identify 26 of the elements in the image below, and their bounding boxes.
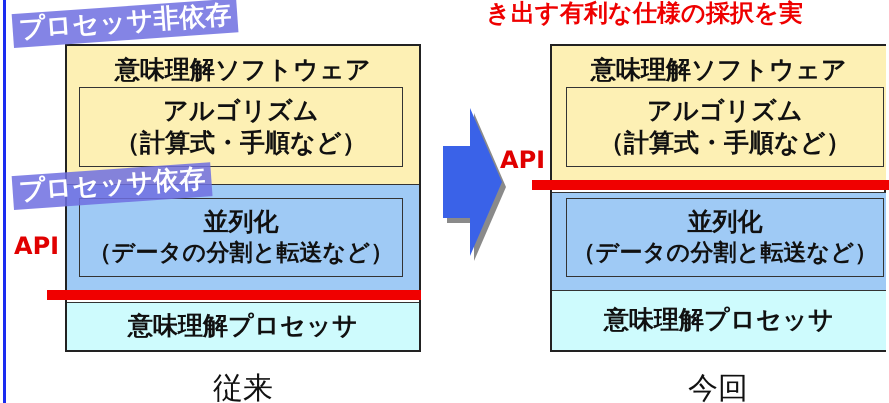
block-arrow (443, 108, 506, 261)
scope-tag: プロセッサ非依存 (12, 0, 238, 48)
layer-description: （データの分割と転送など） (88, 238, 394, 268)
layer-heading: 意味理解ソフトウェア (591, 54, 847, 86)
layer-heading: 並列化 (688, 206, 762, 238)
algorithm-box (566, 87, 884, 167)
layer-heading: アルゴリズム (163, 94, 319, 126)
processor-layer (67, 302, 419, 350)
layer-description: （データの分割と転送など） (572, 238, 878, 268)
processor-layer (552, 290, 886, 350)
layer-heading: アルゴリズム (647, 94, 803, 126)
parallelization-box (79, 198, 403, 277)
software-layer (552, 46, 886, 182)
api-label: API (500, 146, 546, 174)
algorithm-box (79, 87, 403, 167)
column-caption: 今回 (687, 370, 749, 403)
layer-heading: 意味理解ソフトウェア (115, 54, 371, 86)
api-label: API (14, 232, 60, 260)
heading-text: き出す有利な仕様の採択を実 (486, 0, 803, 29)
layer-heading: 意味理解プロセッサ (128, 310, 358, 342)
layer-heading: 意味理解プロセッサ (604, 304, 834, 336)
layer-description: （計算式・手順など） (599, 127, 851, 159)
parallel-layer (552, 192, 886, 290)
parallelization-box (566, 198, 884, 277)
column-caption: 従来 (212, 370, 274, 403)
layer-description: （計算式・手順など） (115, 127, 367, 159)
